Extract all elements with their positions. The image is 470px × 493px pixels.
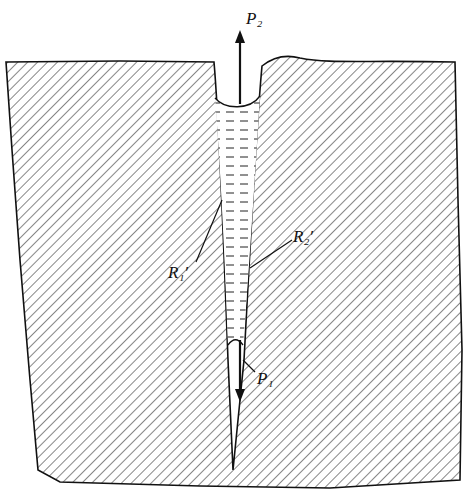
liquid bbox=[215, 96, 260, 345]
leader-line bbox=[250, 240, 292, 268]
label-text: P₂ bbox=[246, 10, 262, 27]
force-arrow bbox=[239, 40, 241, 104]
label-text: R₂′ bbox=[293, 228, 313, 245]
leader-line bbox=[196, 200, 222, 262]
force-arrow bbox=[239, 340, 241, 392]
solid-body bbox=[6, 56, 462, 488]
leader-line bbox=[243, 360, 255, 372]
arrow-head bbox=[235, 30, 245, 43]
arrow-head bbox=[235, 389, 245, 402]
label-text: R₁′ bbox=[168, 264, 188, 281]
label-text: P₁ bbox=[257, 370, 273, 387]
meniscus-top bbox=[215, 96, 260, 107]
liquid-dashes bbox=[215, 96, 260, 345]
